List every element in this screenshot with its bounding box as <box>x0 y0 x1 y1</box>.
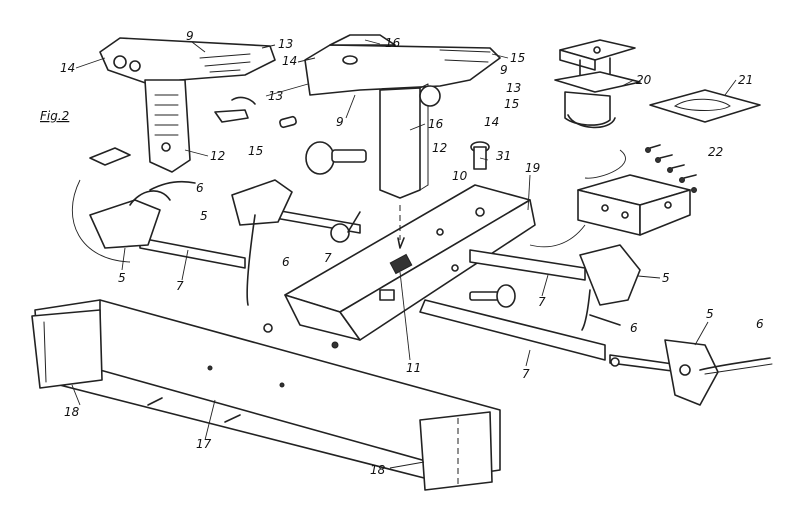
callout-label: 15 <box>248 144 263 158</box>
end-block-part-18-left <box>31 309 103 389</box>
callout-label: 16 <box>428 117 444 131</box>
main-frame-part-10 <box>284 184 536 341</box>
assembly-arc-19 <box>529 224 586 248</box>
pin-part-15 <box>214 96 297 129</box>
callout-label: 18 <box>370 463 386 477</box>
callout-label: 6 <box>756 317 764 331</box>
nut-right <box>610 357 620 367</box>
callout-label: 5 <box>200 209 208 223</box>
callout-label: 9 <box>186 29 194 43</box>
callout-label: 19 <box>525 161 540 175</box>
callout-label: 20 <box>636 73 652 87</box>
screws-group <box>645 144 697 193</box>
nut-center <box>331 341 339 349</box>
clamp-part-5-right <box>579 244 641 331</box>
callout-label: 14 <box>484 115 499 129</box>
pin-part-31 <box>470 141 490 170</box>
callout-label: 14 <box>60 61 75 75</box>
leader-lines <box>71 39 737 469</box>
callout-label: 16 <box>385 36 401 50</box>
knob-part-7a <box>330 211 361 243</box>
figure-title: Fig.2 <box>40 109 69 123</box>
callout-label: 11 <box>406 361 421 375</box>
callout-label: 12 <box>432 141 447 155</box>
rack-part-6-lower-right <box>589 314 621 326</box>
rack-part-6-upper-left <box>149 180 196 191</box>
angle-bracket-part-19 <box>577 174 691 236</box>
end-block-part-18-right <box>419 411 493 491</box>
callout-label: 10 <box>452 169 468 183</box>
callout-label: 7 <box>522 367 530 381</box>
assembly-arc-left <box>71 179 131 263</box>
clamp-part-5-lower-right <box>664 339 773 406</box>
callout-label: 5 <box>118 271 126 285</box>
callout-label: 7 <box>176 279 184 293</box>
mount-plate-part-20 <box>554 39 641 129</box>
assembly-arc-right <box>584 149 626 179</box>
rod-part-7-right <box>469 249 586 281</box>
clamp-part-5-center-left <box>231 179 293 306</box>
callout-label: 6 <box>196 181 204 195</box>
knob-part-16 <box>305 141 367 175</box>
callout-label: 13 <box>268 89 283 103</box>
callout-label: 5 <box>706 307 714 321</box>
callout-label: 7 <box>538 295 546 309</box>
plate-part-21 <box>649 89 761 123</box>
callout-label: 15 <box>510 51 525 65</box>
callout-label: 15 <box>504 97 519 111</box>
callout-label: 5 <box>662 271 670 285</box>
callout-label: 31 <box>496 149 511 163</box>
callout-label: 9 <box>500 63 508 77</box>
callout-label: 12 <box>210 149 225 163</box>
callout-label: 22 <box>708 145 723 159</box>
callout-label: 17 <box>196 437 212 451</box>
callout-label: 6 <box>282 255 290 269</box>
callout-label: 9 <box>336 115 344 129</box>
callout-label: 13 <box>278 37 293 51</box>
nut-left <box>263 323 273 333</box>
callout-label: 6 <box>630 321 638 335</box>
callout-label: 18 <box>64 405 80 419</box>
rod-part-7-lower <box>419 299 606 361</box>
rod-part-7-upper-left <box>139 237 246 269</box>
knob-part-7b <box>469 284 516 308</box>
callout-label: 21 <box>738 73 753 87</box>
bracket-part-9-center <box>304 34 501 199</box>
clip-part <box>89 147 131 166</box>
callout-label: 13 <box>506 81 521 95</box>
callout-label: 14 <box>282 54 297 68</box>
callout-label: 7 <box>324 251 332 265</box>
clamp-part-5-left <box>89 190 171 249</box>
bracket-part-9-left <box>99 37 276 173</box>
